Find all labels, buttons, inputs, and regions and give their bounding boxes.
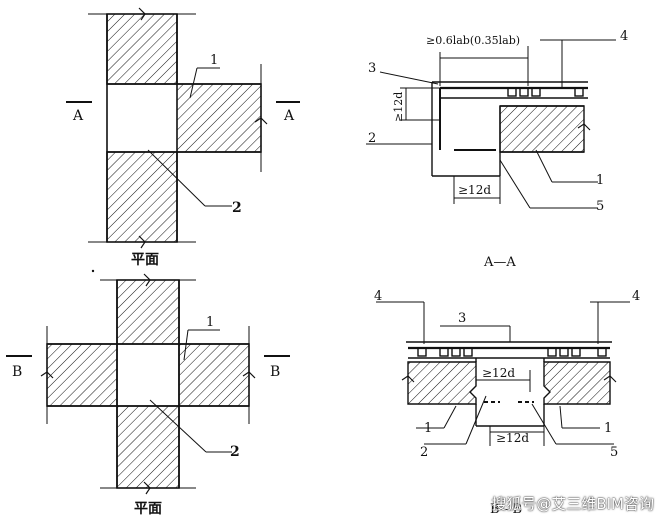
plan-a-label-2: 2 — [232, 200, 242, 216]
section-a-dim-top: ≥0.6lab(0.35lab) — [426, 34, 520, 47]
section-b-label-2: 2 — [420, 445, 428, 460]
section-a-label-3: 3 — [368, 61, 376, 76]
section-a-dim-left: ≥12d — [392, 92, 405, 122]
section-b — [376, 301, 630, 446]
plan-b-section-mark-right: B — [270, 364, 280, 380]
plan-b-label-2: 2 — [230, 444, 240, 460]
watermark: 搜狐号@艾三维BIM咨询 — [491, 495, 654, 513]
section-a-label-1: 1 — [596, 173, 604, 188]
section-b-label-3: 3 — [458, 311, 466, 326]
section-b-beam-left — [407, 361, 477, 405]
section-b-label-5: 5 — [610, 445, 618, 460]
section-a-label-2: 2 — [368, 131, 376, 146]
plan-a — [66, 7, 300, 249]
plan-a-column-top — [106, 13, 178, 85]
plan-b-caption: 平面 — [134, 501, 162, 517]
section-b-label-4-right: 4 — [632, 289, 640, 304]
section-a-beam — [499, 105, 585, 153]
section-a-label-5: 5 — [596, 199, 604, 214]
plan-b-label-1: 1 — [206, 315, 214, 330]
plan-b-column-top — [116, 279, 180, 345]
plan-a-label-1: 1 — [210, 53, 218, 68]
section-a-caption: A—A — [483, 255, 516, 270]
section-a-label-4: 4 — [620, 29, 628, 44]
section-b-label-1-right: 1 — [604, 421, 612, 436]
section-a-dim-bottom: ≥12d — [458, 183, 491, 197]
plan-a-beam — [176, 83, 262, 153]
section-b-beam-right — [543, 361, 611, 405]
plan-a-section-mark-left: A — [72, 108, 84, 124]
plan-b-beam-left — [46, 343, 118, 407]
plan-b — [6, 273, 290, 495]
plan-a-section-mark-right: A — [283, 108, 295, 124]
plan-b-section-mark-left: B — [12, 364, 22, 380]
plan-a-caption: 平面 — [131, 252, 159, 268]
section-b-dim-lower: ≥12d — [496, 431, 529, 445]
section-b-label-1-left: 1 — [424, 421, 432, 436]
section-b-dim-upper: ≥12d — [482, 366, 515, 380]
section-b-caption: B—B — [490, 502, 522, 517]
plan-a-column-bottom — [106, 151, 178, 243]
section-a — [366, 39, 616, 209]
plan-b-beam-right — [178, 343, 250, 407]
plan-b-column-bottom — [116, 405, 180, 489]
section-b-label-4-left: 4 — [374, 289, 382, 304]
